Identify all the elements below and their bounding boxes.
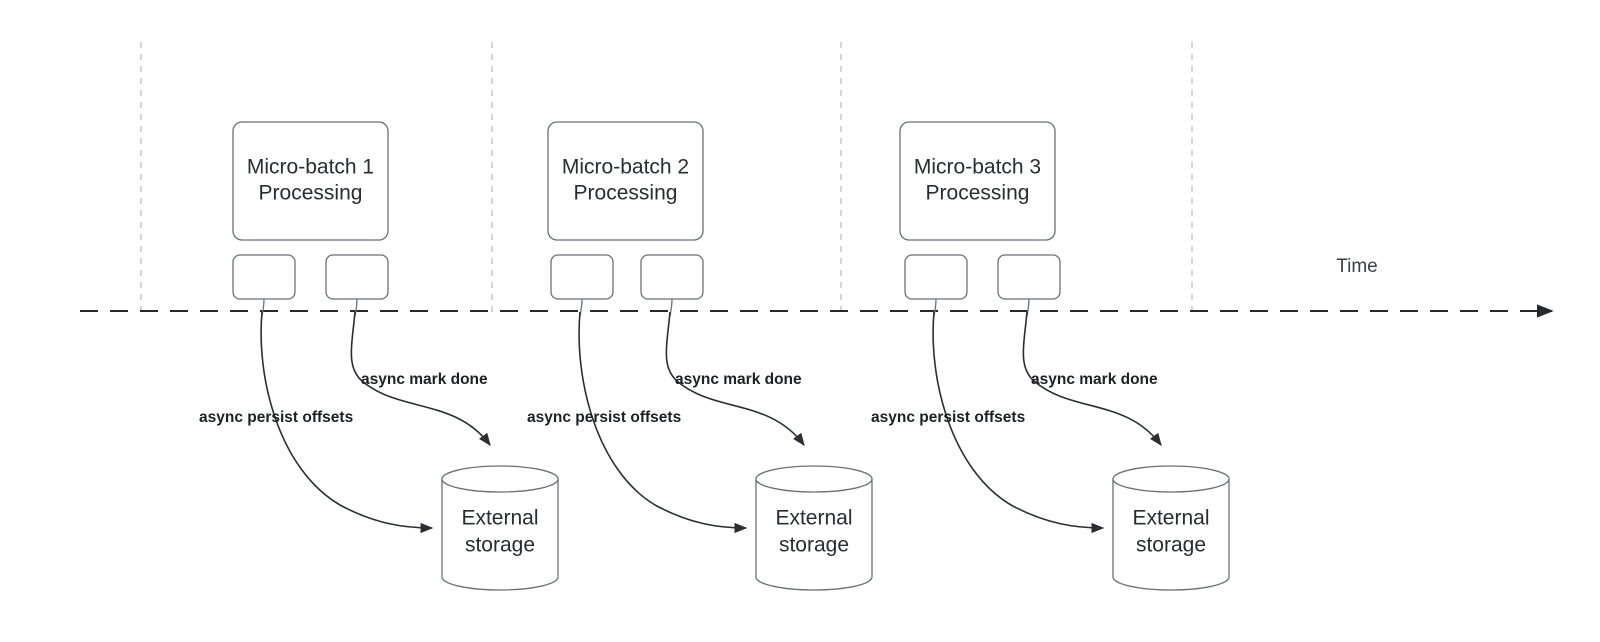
cylinder-top — [1112, 465, 1230, 493]
time-axis-label: Time — [1336, 256, 1378, 277]
micro-batch-2-mark-done-label: async mark done — [675, 371, 802, 388]
micro-batch-2-slot-b[interactable] — [640, 254, 704, 300]
micro-batch-2-slot-a[interactable] — [550, 254, 614, 300]
micro-batch-1-label-line1: Micro-batch 1 — [247, 156, 374, 179]
micro-batch-3-box[interactable] — [899, 121, 1056, 241]
micro-batch-3-persist-offsets-edge — [932, 311, 1105, 534]
cylinder-body — [441, 478, 559, 591]
micro-batch-2-label-line2: Processing — [574, 182, 678, 205]
micro-batch-1-label-line2: Processing — [259, 182, 363, 205]
micro-batch-2-storage-label-line2: storage — [779, 534, 849, 557]
micro-batch-3-persist-offsets-label: async persist offsets — [871, 409, 1025, 426]
micro-batch-3-external-storage-cylinder[interactable] — [1112, 465, 1230, 591]
micro-batch-3-label-line1: Micro-batch 3 — [914, 156, 1041, 179]
micro-batch-1-mark-done-label: async mark done — [361, 371, 488, 388]
micro-batch-1-slot-b[interactable] — [325, 254, 389, 300]
period-tick-lines — [140, 42, 1193, 316]
micro-batch-1-persist-offsets-edge — [260, 311, 434, 534]
micro-batch-2-external-storage-cylinder[interactable] — [755, 465, 873, 591]
cylinder-top — [441, 465, 559, 493]
micro-batch-1-slot-a[interactable] — [232, 254, 296, 300]
micro-batch-1-persist-offsets-label: async persist offsets — [199, 409, 353, 426]
micro-batch-3-group: Micro-batch 3 Processing async persist o… — [871, 121, 1230, 591]
micro-batch-2-label-line1: Micro-batch 2 — [562, 156, 689, 179]
micro-batch-3-mark-done-edge — [1022, 311, 1162, 447]
micro-batch-2-box[interactable] — [547, 121, 704, 241]
cylinder-body — [755, 478, 873, 591]
micro-batch-3-label-line2: Processing — [926, 182, 1030, 205]
micro-batch-3-storage-label-line1: External — [1132, 507, 1209, 530]
micro-batch-1-group: Micro-batch 1 Processing async persist o… — [199, 121, 559, 591]
micro-batch-1-external-storage-cylinder[interactable] — [441, 465, 559, 591]
micro-batch-2-mark-done-edge — [665, 311, 805, 447]
cylinder-body — [1112, 478, 1230, 591]
micro-batch-2-group: Micro-batch 2 Processing async persist o… — [527, 121, 873, 591]
micro-batch-1-storage-label-line2: storage — [465, 534, 535, 557]
micro-batch-2-persist-offsets-edge — [578, 311, 748, 534]
micro-batch-3-mark-done-label: async mark done — [1031, 371, 1158, 388]
micro-batch-1-storage-label-line1: External — [461, 507, 538, 530]
micro-batch-2-storage-label-line1: External — [775, 507, 852, 530]
micro-batch-1-mark-done-edge — [350, 311, 491, 447]
micro-batch-3-slot-b[interactable] — [997, 254, 1061, 300]
micro-batch-3-slot-a[interactable] — [904, 254, 968, 300]
micro-batch-1-box[interactable] — [232, 121, 389, 241]
cylinder-top — [755, 465, 873, 493]
micro-batch-2-persist-offsets-label: async persist offsets — [527, 409, 681, 426]
micro-batch-3-storage-label-line2: storage — [1136, 534, 1206, 557]
